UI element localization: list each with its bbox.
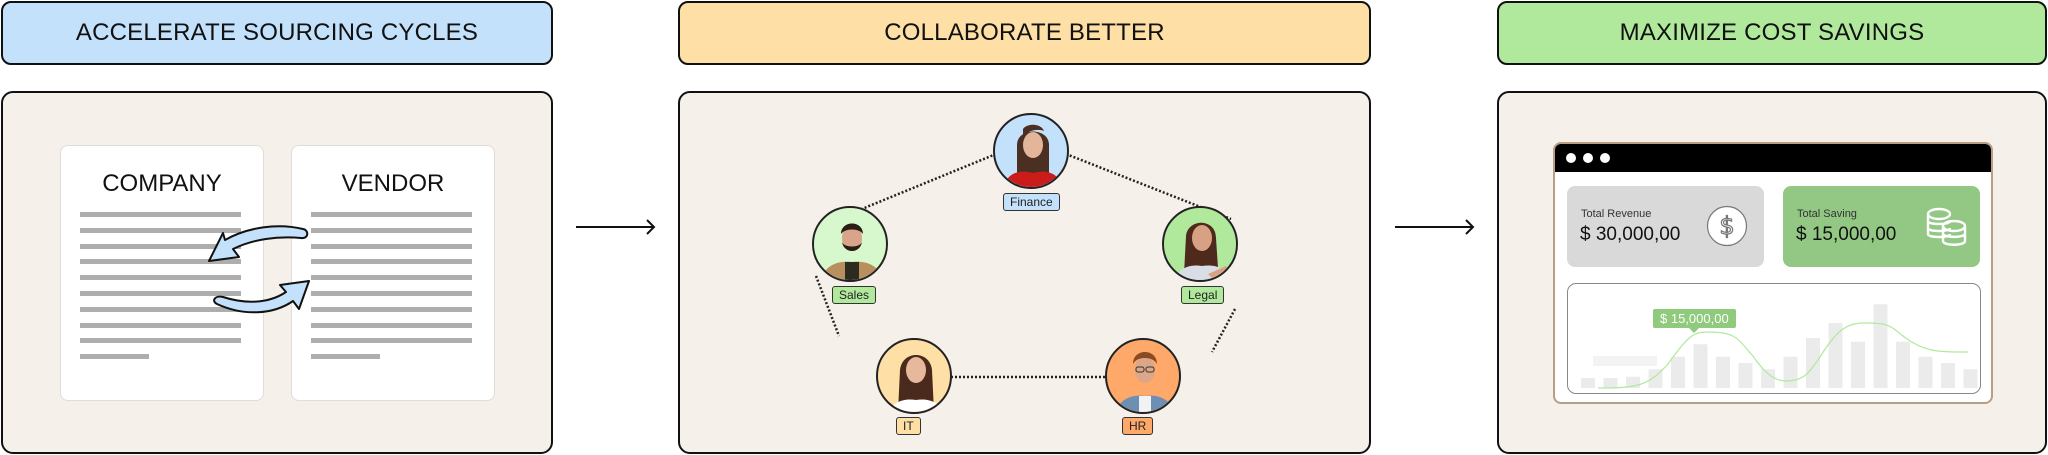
avatar-it	[876, 338, 952, 414]
dept-tag-hr: HR	[1122, 417, 1154, 435]
kpi-total-saving: Total Saving $ 15,000,00	[1783, 186, 1980, 267]
person-icon	[1115, 352, 1175, 412]
panel-collaboration: Finance Sales Legal IT	[678, 91, 1371, 454]
header-title: MAXIMIZE COST SAVINGS	[1619, 19, 1925, 46]
dashboard-window: Total Revenue $ 30,000,00 $ Total Saving…	[1553, 142, 1993, 404]
avatar-hr	[1105, 338, 1181, 414]
document-text-lines	[80, 212, 241, 370]
chart-bar	[1761, 369, 1775, 388]
chart-bar	[1941, 363, 1955, 388]
dept-tag-legal: Legal	[1181, 286, 1225, 304]
svg-text:$: $	[1719, 212, 1734, 240]
person-icon	[1174, 222, 1230, 280]
document-text-lines	[311, 212, 472, 370]
header-maximize-savings: MAXIMIZE COST SAVINGS	[1497, 1, 2047, 65]
chart-bar	[1581, 378, 1595, 388]
dept-label: IT	[903, 418, 914, 433]
person-icon	[889, 355, 943, 412]
flow-arrow-icon	[1395, 219, 1475, 235]
window-dot-icon	[1566, 153, 1576, 163]
document-title: COMPANY	[102, 170, 222, 197]
header-accelerate-sourcing: ACCELERATE SOURCING CYCLES	[1, 1, 553, 65]
header-collaborate-better: COLLABORATE BETTER	[678, 1, 1371, 65]
chart-bar	[1738, 363, 1753, 388]
chart-bar	[1783, 356, 1798, 388]
kpi-label: Total Saving	[1797, 208, 1857, 220]
chart-bar	[1873, 304, 1888, 388]
chart-bar	[1693, 344, 1708, 388]
chart-bar	[1918, 356, 1933, 388]
chart-bar	[1806, 338, 1820, 388]
chart-bar	[1716, 356, 1730, 388]
dollar-coin-icon: $	[1706, 205, 1748, 247]
kpi-label: Total Revenue	[1581, 208, 1652, 220]
person-icon	[1003, 124, 1063, 187]
kpi-value: $ 15,000,00	[1796, 224, 1897, 245]
coin-stack-icon	[1926, 207, 1967, 246]
chart-bar	[1851, 341, 1865, 388]
avatar-sales	[812, 206, 888, 282]
bar-chart	[1581, 304, 1978, 389]
document-vendor: VENDOR	[291, 145, 495, 401]
flow-arrow-icon	[576, 219, 656, 235]
panel-savings: Total Revenue $ 30,000,00 $ Total Saving…	[1497, 91, 2047, 454]
chart-bar	[1626, 376, 1640, 388]
dept-label: Legal	[1188, 287, 1218, 302]
chart-bar	[1963, 369, 1978, 388]
dept-label: HR	[1129, 418, 1147, 433]
chart-bar	[1648, 369, 1663, 388]
dept-tag-it: IT	[896, 417, 921, 435]
chart-bar	[1671, 356, 1685, 388]
swap-arrows-icon	[208, 225, 310, 314]
dept-tag-sales: Sales	[832, 286, 877, 304]
header-title: ACCELERATE SOURCING CYCLES	[75, 19, 479, 46]
window-dot-icon	[1583, 153, 1593, 163]
dept-label: Finance	[1010, 194, 1053, 209]
avatar-legal	[1162, 206, 1238, 282]
chart-bar	[1828, 323, 1843, 388]
chart-tooltip: $ 15,000,00	[1653, 309, 1736, 333]
trend-line	[1597, 322, 1969, 389]
chart-bar	[1603, 378, 1618, 388]
window-title-bar	[1555, 144, 1991, 172]
savings-chart: $ 15,000,00	[1567, 283, 1981, 394]
person-icon	[820, 223, 884, 280]
panel-sourcing: COMPANY VENDOR	[1, 91, 553, 454]
kpi-total-revenue: Total Revenue $ 30,000,00 $	[1567, 186, 1764, 267]
window-dot-icon	[1600, 153, 1610, 163]
avatar-finance	[993, 113, 1069, 189]
dept-label: Sales	[839, 287, 870, 302]
document-title: VENDOR	[341, 170, 445, 197]
document-company: COMPANY	[60, 145, 264, 401]
kpi-value: $ 30,000,00	[1580, 224, 1681, 245]
header-title: COLLABORATE BETTER	[884, 19, 1165, 46]
chart-bar	[1896, 341, 1910, 388]
dept-tag-finance: Finance	[1003, 193, 1060, 211]
